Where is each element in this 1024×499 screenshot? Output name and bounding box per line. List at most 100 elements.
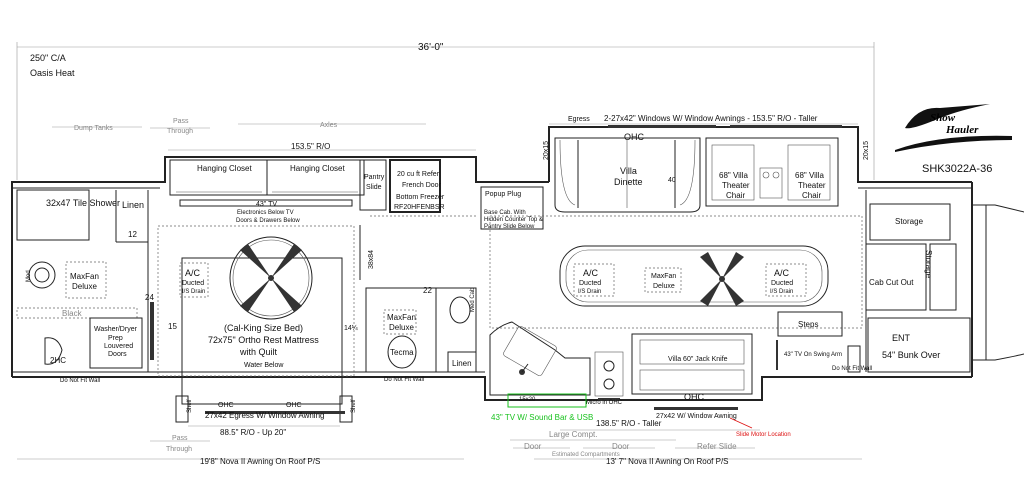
ent-label: ENT bbox=[892, 333, 911, 343]
linen-bottom: Linen bbox=[452, 359, 472, 368]
dim-40: 40 bbox=[668, 177, 676, 184]
ac-mid-2: Ducted bbox=[579, 280, 601, 287]
entry-area: Steps 43" TV On Swing Arm Do Not Fit Wal… bbox=[776, 311, 872, 373]
bottom-right-ro: 138.5" R/O - Taller bbox=[596, 419, 662, 428]
ac-mid-1: A/C bbox=[583, 268, 599, 278]
overall-dimension: 36'-0" bbox=[16, 42, 875, 180]
ac-right-3: I/S Drain bbox=[770, 289, 793, 295]
theater-right-3: Chair bbox=[802, 191, 821, 200]
villa-dinette-1: Villa bbox=[620, 166, 637, 176]
door-2: Door bbox=[612, 442, 630, 451]
theater-left-1: 68" Villa bbox=[719, 171, 748, 180]
swing-tv: 43" TV On Swing Arm bbox=[784, 352, 842, 358]
not-fit-right: Do Not Fit Wall bbox=[832, 366, 872, 372]
bed-tv-note2: Doors & Drawers Below bbox=[236, 218, 300, 224]
ceiling-fan-bedroom bbox=[229, 236, 313, 320]
storage-top: Storage bbox=[895, 217, 924, 226]
front-area: Storage Storage Cab Cut Out ENT 54" Bunk… bbox=[865, 190, 971, 373]
ac-mid-3: I/S Drain bbox=[578, 289, 601, 295]
shelf-left: Shelf bbox=[187, 399, 193, 413]
base-cab-2: Hidden Counter Top & bbox=[484, 217, 543, 223]
washer-dryer-4: Doors bbox=[108, 351, 127, 358]
overall-length-label: 36'-0" bbox=[418, 42, 444, 53]
ohc-bed-1: OHC bbox=[218, 402, 234, 409]
washer-dryer-2: Prep bbox=[108, 335, 123, 342]
shelf-right: Shelf bbox=[351, 399, 357, 413]
bottom-dimensions: Pass Through Large Compt. Door Door Refe… bbox=[17, 430, 862, 466]
bed-line-4: Water Below bbox=[244, 362, 284, 369]
living-slide-top: Popup Plug Base Cab. With Hidden Counter… bbox=[480, 125, 870, 230]
dim-14: 14¼ bbox=[344, 325, 358, 332]
dump-tanks-label: Dump Tanks bbox=[74, 125, 113, 132]
refer-slide: Refer Slide bbox=[697, 442, 737, 451]
maxfan-bath-1: MaxFan bbox=[70, 272, 99, 281]
mod-sink-label: Mod bbox=[26, 270, 32, 282]
bed-tv-note: Electronics Below TV bbox=[237, 210, 294, 216]
ac-spec: 250" C/A bbox=[30, 53, 66, 63]
dim-22: 22 bbox=[423, 286, 432, 295]
shower-label: 32x47 Tile Shower bbox=[46, 198, 120, 208]
cab-cut-out: Cab Cut Out bbox=[869, 278, 914, 287]
ac-right-2: Ducted bbox=[771, 280, 793, 287]
maxfan-half-1: MaxFan bbox=[387, 313, 416, 322]
theater-left-2: Theater bbox=[722, 181, 750, 190]
washer-dryer-1: Washer/Dryer bbox=[94, 326, 138, 333]
ohc-bed-2: OHC bbox=[286, 402, 302, 409]
micro-ohc: Micro in OHC bbox=[586, 400, 623, 406]
bed-line-2: 72x75" Ortho Rest Mattress bbox=[208, 335, 319, 345]
hanging-closet-2: Hanging Closet bbox=[290, 164, 345, 173]
brand-logo: Show Hauler bbox=[895, 104, 1012, 152]
fridge-1: 20 cu ft Refer bbox=[397, 171, 440, 178]
window-left-dim: 20x15 bbox=[543, 141, 550, 160]
bed-line-3: with Quilt bbox=[239, 347, 278, 357]
windows-label: 2-27x42" Windows W/ Window Awnings - 153… bbox=[604, 114, 818, 123]
kitchen-tv-size: 15x20 bbox=[519, 397, 536, 403]
base-cab-1: Base Cab. With bbox=[484, 210, 526, 216]
maxfan-bath-2: Deluxe bbox=[72, 282, 97, 291]
theater-right-2: Theater bbox=[798, 181, 826, 190]
not-fit-mid: Do Not Fit Wall bbox=[384, 377, 424, 383]
bed-line-1: (Cal-King Size Bed) bbox=[224, 323, 303, 333]
villa-dinette-2: Dinette bbox=[614, 177, 643, 187]
slide-motor: Slide Motor Location bbox=[736, 432, 791, 438]
pass-through-bot-1: Pass bbox=[172, 435, 188, 442]
storage-side: Storage bbox=[924, 250, 933, 279]
dim-24: 24 bbox=[145, 293, 154, 302]
black-tank-label: Black bbox=[62, 309, 83, 318]
ac-bed-3: I/S Drain bbox=[182, 289, 205, 295]
kitchen-tv: 43" TV W/ Sound Bar & USB bbox=[491, 413, 593, 422]
toilet-left-label: 2HC bbox=[50, 356, 66, 365]
linen-top-label: Linen bbox=[122, 200, 144, 210]
bottom-left-ro: 88.5" R/O - Up 20" bbox=[220, 428, 286, 437]
ac-right-1: A/C bbox=[774, 268, 790, 278]
pass-through-bot-2: Through bbox=[166, 446, 192, 453]
master-bath: 32x47 Tile Shower Linen 12 Mod MaxFan De… bbox=[16, 189, 177, 384]
awning-left: 19'8" Nova II Awning On Roof P/S bbox=[200, 457, 320, 466]
estimated-compartments: Estimated Compartments bbox=[552, 452, 620, 458]
bunk-label: 54" Bunk Over bbox=[882, 350, 940, 360]
brand-line-2: Hauler bbox=[945, 124, 979, 136]
washer-dryer-3: Louvered bbox=[104, 343, 133, 350]
model-number: SHK3022A-36 bbox=[922, 163, 992, 175]
linen-dim: 12 bbox=[128, 230, 137, 239]
exterior-walls bbox=[11, 126, 973, 401]
bed-tv-label: 43" TV bbox=[256, 201, 277, 208]
base-cab-3: Pantry Slide Below bbox=[484, 224, 535, 230]
dim-15: 15 bbox=[168, 322, 177, 331]
theater-left-3: Chair bbox=[726, 191, 745, 200]
large-compt: Large Compt. bbox=[549, 430, 597, 439]
top-dimensions: Dump Tanks Pass Through Axles 153.5" R/O… bbox=[52, 114, 858, 151]
pass-through-top-2: Through bbox=[167, 128, 193, 135]
ac-bed-2: Ducted bbox=[182, 280, 204, 287]
ac-bed-1: A/C bbox=[185, 268, 201, 278]
theater-right-1: 68" Villa bbox=[795, 171, 824, 180]
top-ro-label: 153.5" R/O bbox=[291, 142, 330, 151]
steps-label: Steps bbox=[798, 320, 818, 329]
cab-outline bbox=[972, 204, 1024, 361]
heat-spec: Oasis Heat bbox=[30, 68, 75, 78]
tecma-label: Tecma bbox=[390, 348, 414, 357]
living-center: A/C Ducted I/S Drain MaxFan Deluxe A/C D… bbox=[489, 215, 863, 329]
ohc-bottom: OHC bbox=[684, 392, 705, 402]
door-1: Door bbox=[524, 442, 542, 451]
